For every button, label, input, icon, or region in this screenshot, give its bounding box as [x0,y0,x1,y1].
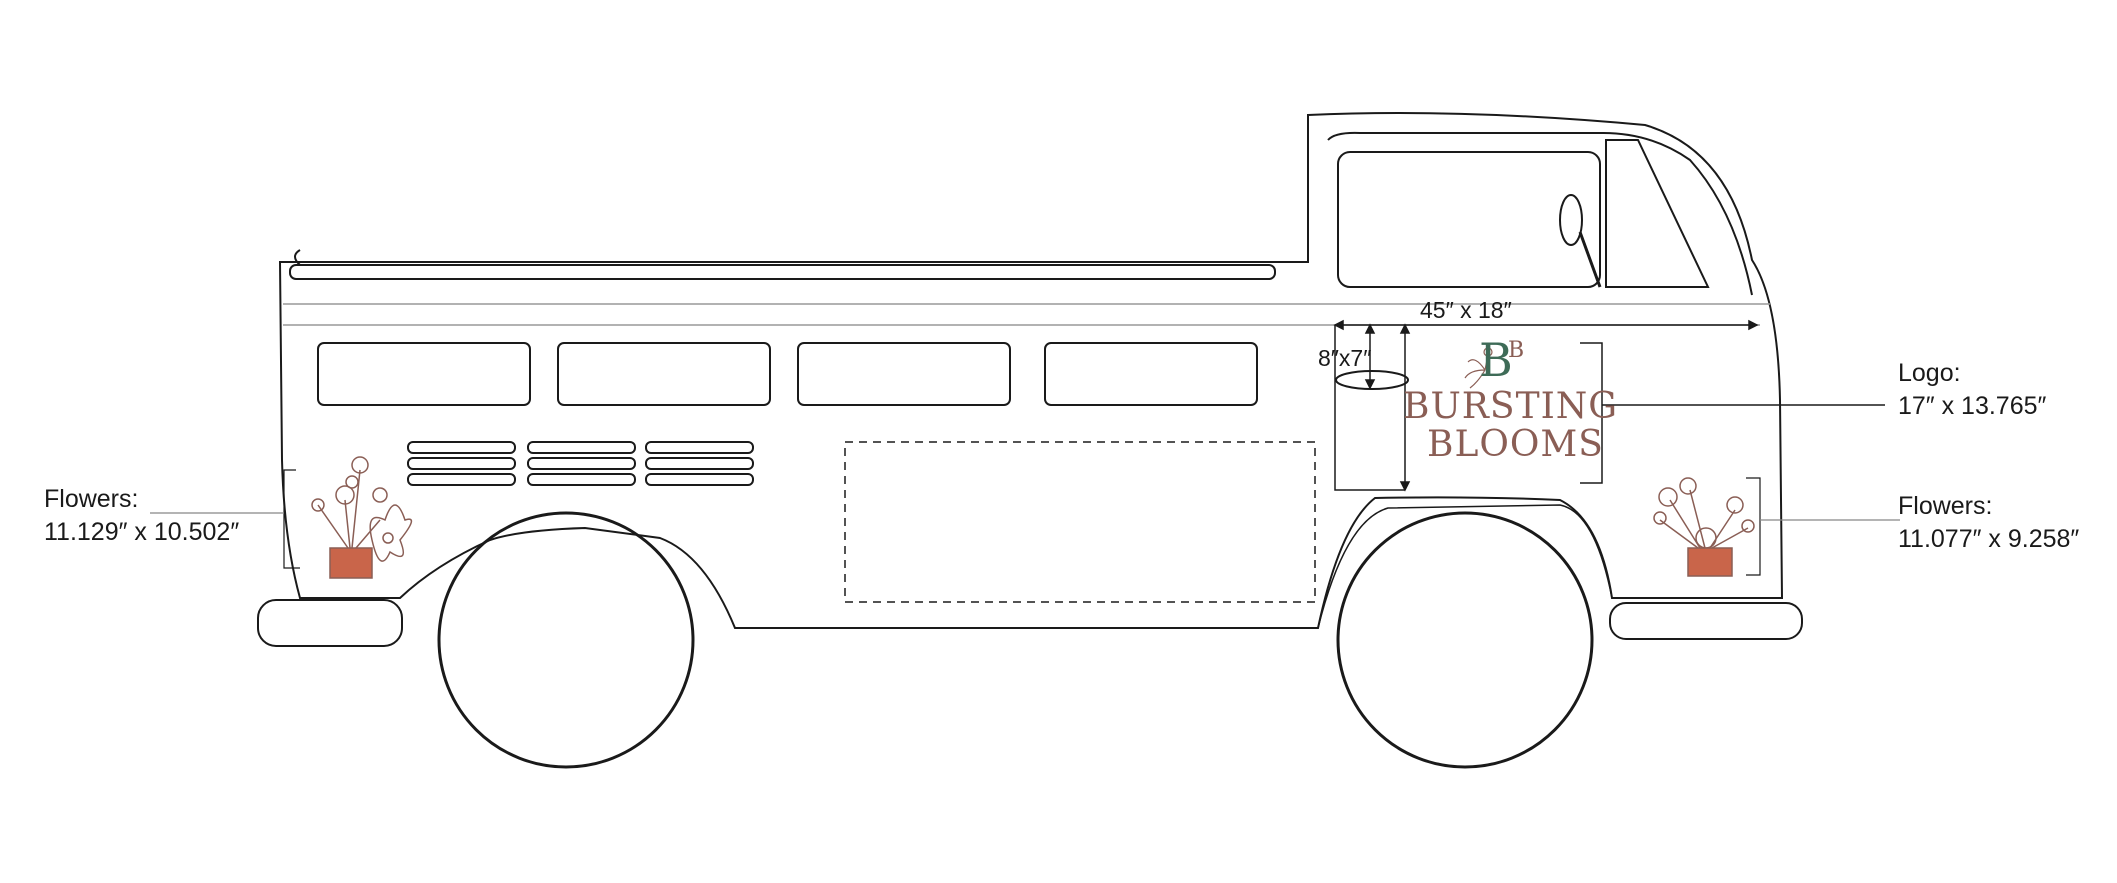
sliding-door-area [844,441,1316,603]
logo-line-2: BLOOMS [1427,424,1604,465]
vents [407,441,754,486]
dimension-lines [1333,319,1759,492]
logo-flower-ornament [1464,347,1493,389]
side-window [557,342,771,406]
side-mirror [1559,194,1583,246]
rear-bumper [257,599,403,647]
left-flowers-title: Flowers: [44,485,139,513]
side-window [317,342,531,406]
right-flowers-title: Flowers: [1898,492,1993,520]
rear-wheel [437,511,695,769]
roof-rail [289,264,1276,280]
van-body-outline [278,111,1784,629]
right-flower-art [1653,477,1755,577]
cab-outline [1327,131,1753,296]
cab-window [1337,151,1601,288]
logo: B B BURSTING BLOOMS [1403,333,1617,488]
door-panel-dimension: 45″ x 18″ [1420,297,1512,323]
side-window [797,342,1011,406]
left-flowers-bracket [283,469,300,569]
logo-callout-title: Logo: [1898,359,1961,387]
logo-bracket [1580,342,1885,484]
door-handle [1335,370,1409,390]
left-flowers-size: 11.129″ x 10.502″ [44,518,240,546]
right-flowers-bracket [1746,477,1761,576]
windshield [1605,139,1710,288]
logo-line-1: BURSTING [1403,386,1619,427]
handle-dimension: 8″x7″ [1318,345,1372,371]
left-flower-art [311,456,413,579]
logo-callout-size: 17″ x 13.765″ [1898,392,2047,420]
front-bumper [1609,602,1803,640]
side-window [1044,342,1258,406]
logo-monogram: B [1479,333,1513,387]
right-flowers-size: 11.077″ x 9.258″ [1898,525,2080,553]
front-wheel [1336,511,1594,769]
logo-monogram-small: B [1508,338,1525,363]
